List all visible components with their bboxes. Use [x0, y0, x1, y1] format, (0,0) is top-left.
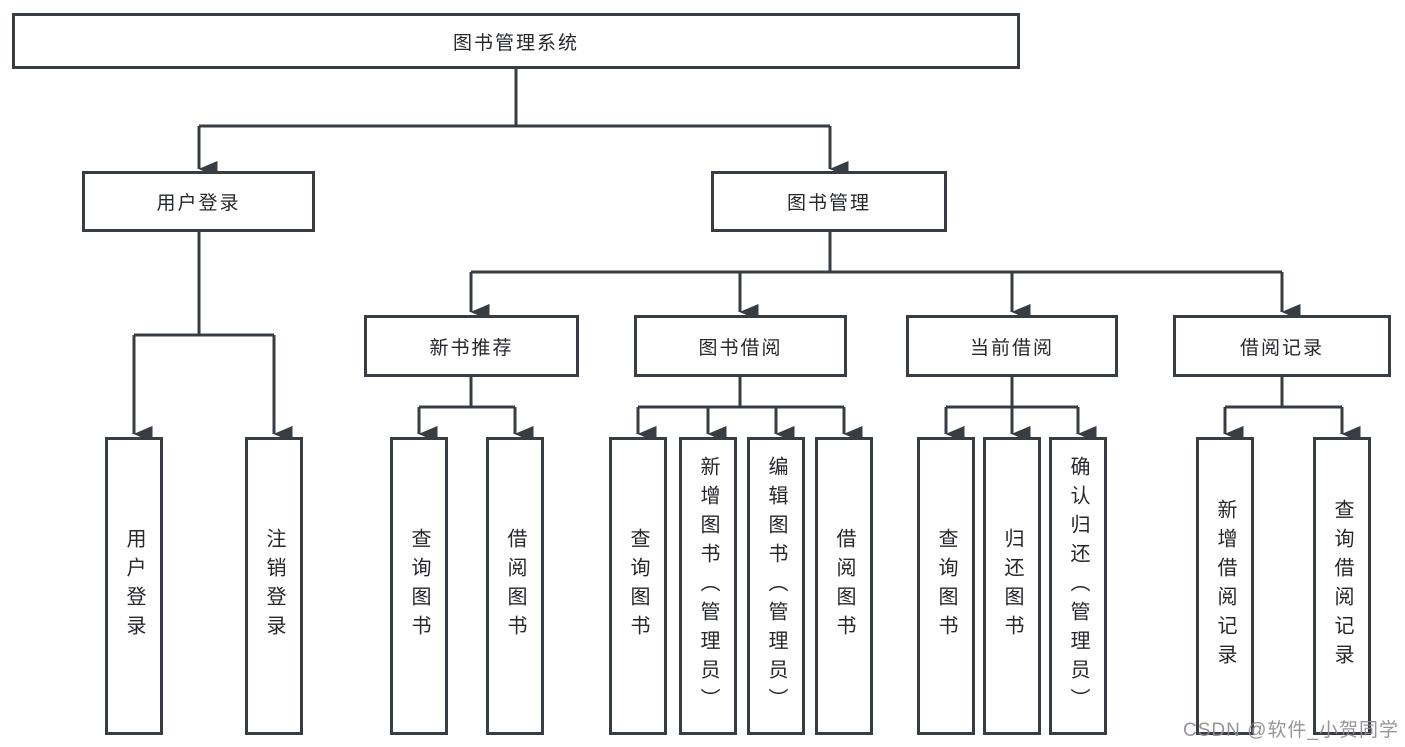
- leaf-query-books-3: 查询图书: [917, 437, 975, 735]
- node-borrowing-records-label: 借阅记录: [1239, 337, 1324, 359]
- leaf-user-login: 用户登录: [105, 437, 163, 735]
- node-user-login-label: 用户登录: [156, 193, 241, 214]
- node-library-system: 图书管理系统: [12, 13, 1020, 69]
- node-user-login: 用户登录: [82, 171, 315, 232]
- node-current-borrowing: 当前借阅: [906, 315, 1118, 377]
- leaf-borrow-books-2: 借阅图书: [815, 437, 873, 735]
- leaf-confirm-return-admin: 确认归还（管理员）: [1049, 437, 1107, 735]
- leaf-add-books-admin: 新增图书（管理员）: [679, 437, 737, 735]
- leaf-edit-books-admin: 编辑图书（管理员）: [747, 437, 805, 735]
- node-book-borrowing-label: 图书借阅: [698, 337, 783, 359]
- node-library-system-label: 图书管理系统: [452, 32, 579, 54]
- node-new-book-recommend-label: 新书推荐: [429, 337, 514, 359]
- node-new-book-recommend: 新书推荐: [364, 315, 579, 377]
- csdn-watermark: CSDN @软件_小贺同学: [1183, 720, 1399, 741]
- node-book-borrowing: 图书借阅: [634, 315, 847, 377]
- leaf-query-borrow-record: 查询借阅记录: [1313, 437, 1371, 735]
- node-current-borrowing-label: 当前借阅: [969, 337, 1054, 359]
- leaf-logout: 注销登录: [245, 437, 303, 735]
- leaf-query-books-2: 查询图书: [609, 437, 667, 735]
- node-book-management-label: 图书管理: [786, 193, 871, 214]
- node-borrowing-records: 借阅记录: [1173, 315, 1391, 377]
- leaf-borrow-books-1: 借阅图书: [486, 437, 544, 735]
- leaf-query-books-1: 查询图书: [390, 437, 448, 735]
- node-book-management: 图书管理: [711, 171, 947, 232]
- leaf-add-borrow-record: 新增借阅记录: [1196, 437, 1254, 735]
- leaf-return-books: 归还图书: [983, 437, 1041, 735]
